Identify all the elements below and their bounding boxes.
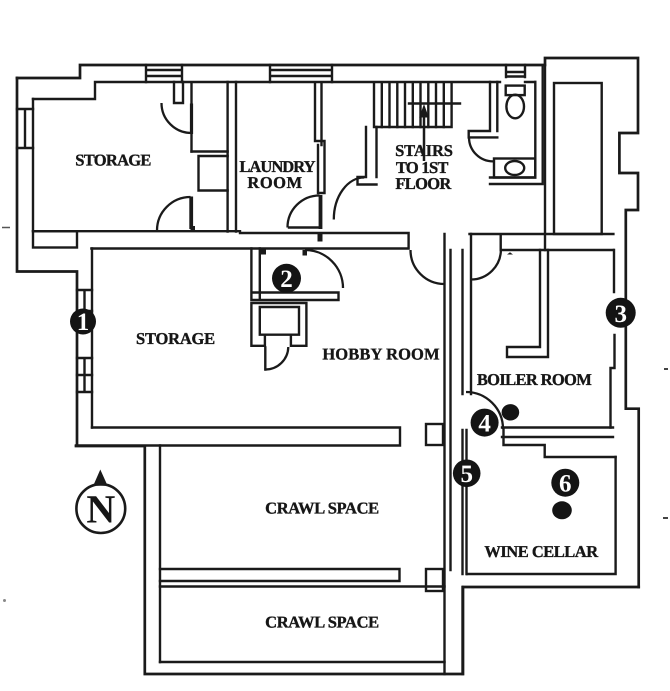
svg-text:LAUNDRY: LAUNDRY bbox=[239, 157, 315, 176]
svg-text:1: 1 bbox=[77, 309, 90, 336]
svg-text:STORAGE: STORAGE bbox=[75, 151, 151, 170]
svg-text:STORAGE: STORAGE bbox=[136, 329, 215, 348]
svg-text:2: 2 bbox=[280, 266, 293, 293]
svg-text:HOBBY ROOM: HOBBY ROOM bbox=[322, 345, 440, 364]
svg-text:FLOOR: FLOOR bbox=[395, 174, 452, 193]
svg-text:3: 3 bbox=[614, 301, 627, 328]
svg-text:6: 6 bbox=[559, 470, 572, 497]
svg-text:CRAWL SPACE: CRAWL SPACE bbox=[265, 613, 379, 632]
svg-text:STAIRS: STAIRS bbox=[395, 141, 453, 160]
svg-text:4: 4 bbox=[478, 410, 491, 437]
svg-text:TO 1ST: TO 1ST bbox=[396, 158, 449, 177]
svg-text:BOILER ROOM: BOILER ROOM bbox=[477, 370, 592, 389]
svg-text:5: 5 bbox=[460, 461, 473, 488]
svg-text:WINE CELLAR: WINE CELLAR bbox=[484, 542, 599, 561]
svg-text:ROOM: ROOM bbox=[247, 173, 302, 192]
svg-text:CRAWL SPACE: CRAWL SPACE bbox=[265, 499, 379, 518]
svg-text:N: N bbox=[86, 487, 115, 532]
